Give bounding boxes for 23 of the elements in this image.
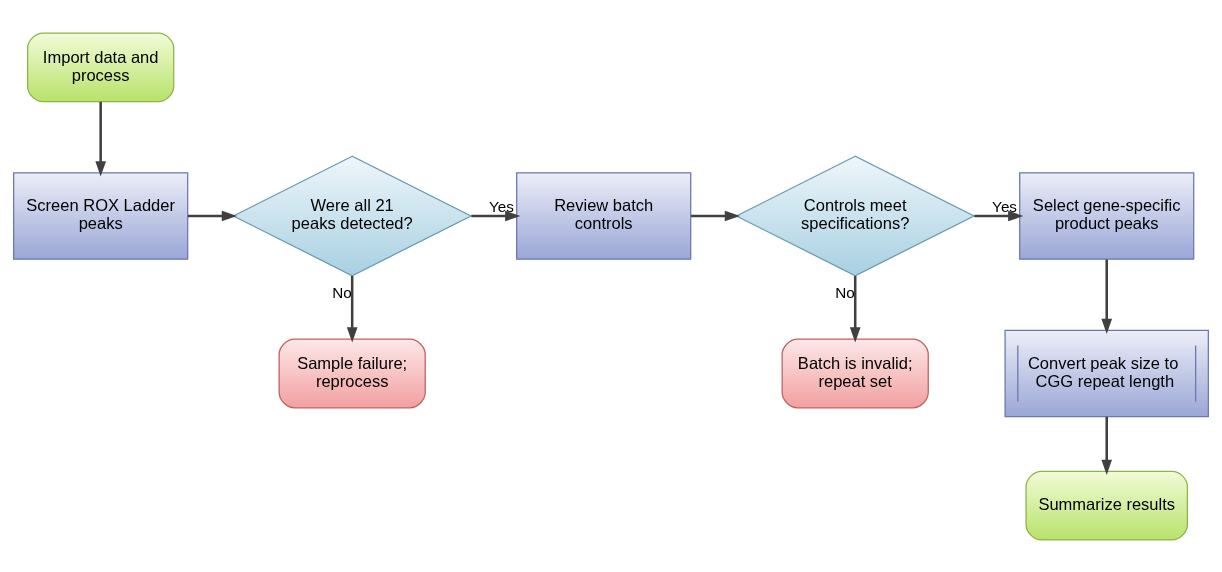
node-diamond: Were all 21 peaks detected? xyxy=(232,155,473,276)
node-box: Convert peak size to CGG repeat length xyxy=(1004,329,1209,417)
arrow xyxy=(1101,258,1113,334)
node-diamond: Controls meet specifications? xyxy=(735,155,976,276)
node-box: Screen ROX Ladder peaks xyxy=(13,171,189,260)
arrow xyxy=(471,210,521,221)
edge-label: Yes xyxy=(489,197,514,215)
edge-label: No xyxy=(835,283,855,301)
arrow xyxy=(849,275,861,343)
arrow xyxy=(1101,416,1113,475)
node-box: Review batch controls xyxy=(516,171,692,260)
node-box: Batch is invalid; repeat set xyxy=(781,338,929,408)
edge-label: Yes xyxy=(992,197,1017,215)
arrow xyxy=(346,275,358,343)
arrow xyxy=(187,210,237,221)
node-box: Summarize results xyxy=(1025,470,1189,541)
node-box: Sample failure; reprocess xyxy=(278,338,426,408)
edge-label: No xyxy=(332,283,352,301)
node-box: Import data and process xyxy=(27,31,175,102)
arrow xyxy=(974,210,1024,221)
node-box: Select gene-specific product peaks xyxy=(1019,171,1195,260)
arrow xyxy=(95,101,107,176)
arrow xyxy=(690,210,741,221)
